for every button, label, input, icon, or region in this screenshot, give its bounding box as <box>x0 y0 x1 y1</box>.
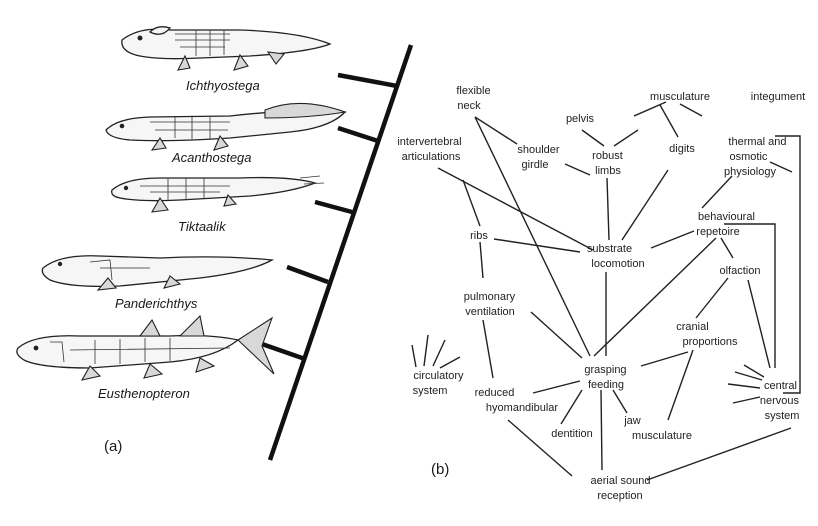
trait-network-panel: flexible neck intervertebral articulatio… <box>397 85 805 502</box>
node-pulmonary-ventilation: pulmonary ventilation <box>464 291 518 318</box>
phylogeny-panel: Ichthyostega Acanthostega Tiktaalik <box>17 27 411 460</box>
panel-label-a: (a) <box>104 438 122 455</box>
node-aerial-sound-reception: aerial sound reception <box>591 475 654 502</box>
node-thermal-osmotic-physiology: thermal and osmotic physiology <box>724 136 790 178</box>
node-flexible-neck: flexible neck <box>456 85 493 112</box>
node-reduced-hyomandibular: reduced hyomandibular <box>475 387 559 414</box>
taxon-label: Panderichthys <box>115 296 198 311</box>
node-cranial-proportions: cranial proportions <box>676 321 738 348</box>
panel-label-b: (b) <box>431 461 449 478</box>
node-robust-limbs: robust limbs <box>592 150 626 177</box>
node-dentition: dentition <box>551 428 593 440</box>
node-intervertebral-articulations: intervertebral articulations <box>397 136 464 163</box>
node-digits: digits <box>669 143 695 155</box>
node-shoulder-girdle: shoulder girdle <box>517 144 562 171</box>
taxon-label: Tiktaalik <box>178 219 227 234</box>
node-musculature: musculature <box>650 91 710 103</box>
node-grasping-feeding: grasping feeding <box>584 364 629 391</box>
node-olfaction: olfaction <box>720 265 761 277</box>
ichthyostega-illustration <box>122 27 330 70</box>
taxon-label: Ichthyostega <box>186 78 260 93</box>
branch-panderichthys <box>287 267 328 282</box>
eusthenopteron-illustration <box>17 316 274 380</box>
branch-acanthostega <box>338 128 378 141</box>
node-pelvis: pelvis <box>566 113 595 125</box>
node-jaw-musculature: jaw musculature <box>623 415 692 442</box>
node-integument: integument <box>751 91 805 103</box>
taxon-label: Acanthostega <box>171 150 252 165</box>
panderichthys-illustration <box>42 256 272 290</box>
node-ribs: ribs <box>470 230 488 242</box>
branch-tiktaalik <box>315 202 352 212</box>
node-substrate-locomotion: substrate locomotion <box>587 243 645 270</box>
acanthostega-illustration <box>106 103 345 150</box>
branch-ichthyostega <box>338 75 397 86</box>
node-circulatory-system: circulatory system <box>413 370 467 397</box>
node-central-nervous-system: central nervous system <box>760 380 802 422</box>
tiktaalik-illustration <box>112 176 324 212</box>
taxon-label: Eusthenopteron <box>98 386 190 401</box>
branch-eusthenopteron <box>262 344 305 359</box>
